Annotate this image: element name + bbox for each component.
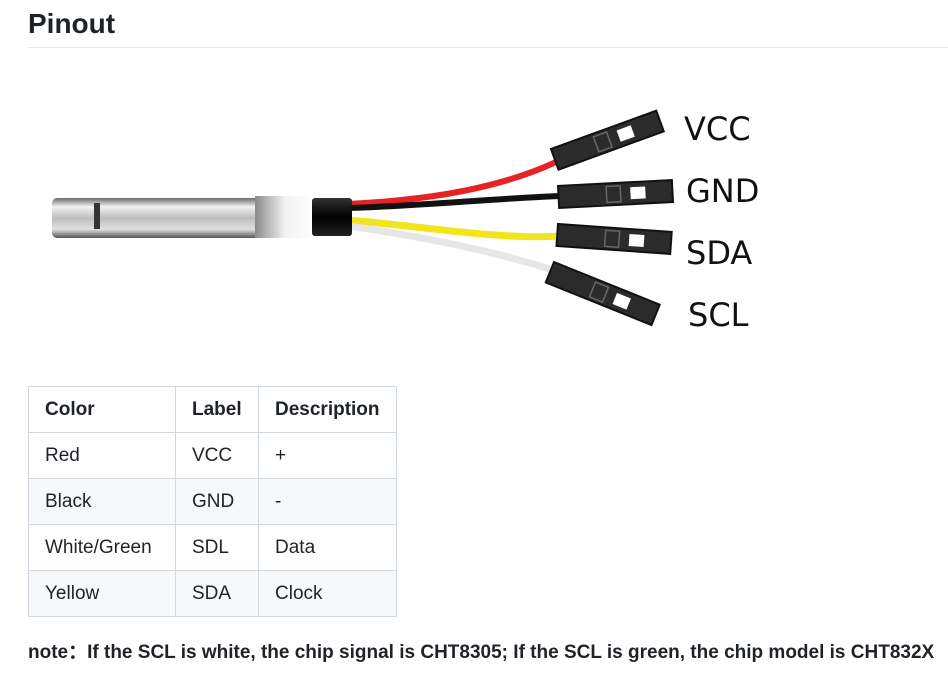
connector-gnd — [556, 178, 675, 210]
column-header-label: Label — [175, 386, 259, 433]
pin-label-sda: SDA — [686, 234, 752, 272]
table-row: White/Green SDL Data — [28, 524, 397, 571]
wire-yellow — [347, 216, 561, 241]
chip-variant-note: note：If the SCL is white, the chip signa… — [28, 642, 935, 663]
cell-description: - — [258, 478, 397, 525]
cell-description: Clock — [258, 570, 397, 617]
column-header-description: Description — [258, 386, 397, 433]
cell-description: + — [258, 432, 397, 479]
heading-divider — [28, 47, 948, 48]
cell-color: Black — [28, 478, 176, 525]
sensor-pinout-diagram: VCC GND SDA SCL — [52, 109, 759, 334]
cell-label: SDA — [175, 570, 259, 617]
cell-label: GND — [175, 478, 259, 525]
page-heading: Pinout — [28, 8, 116, 39]
table-header-row: Color Label Description — [28, 386, 397, 433]
connector-scl — [544, 260, 662, 327]
cell-color: White/Green — [28, 524, 176, 571]
probe-transition — [255, 196, 315, 238]
column-header-color: Color — [28, 386, 176, 433]
table-row: Red VCC + — [28, 432, 397, 479]
probe-tip — [52, 198, 262, 238]
connector-vcc — [549, 109, 666, 171]
cell-label: VCC — [175, 432, 259, 479]
cell-color: Yellow — [28, 570, 176, 617]
connector-sda — [555, 222, 673, 255]
probe-sleeve — [312, 198, 352, 236]
wire-white — [347, 222, 560, 276]
wire-black — [347, 193, 563, 211]
wire-red — [347, 159, 558, 207]
cell-description: Data — [258, 524, 397, 571]
table-row: Black GND - — [28, 478, 397, 525]
pinout-table: Color Label Description Red VCC + Black … — [28, 386, 397, 617]
cell-label: SDL — [175, 524, 259, 571]
pin-label-scl: SCL — [688, 296, 749, 334]
table-row: Yellow SDA Clock — [28, 570, 397, 617]
probe-tip-marker — [94, 203, 100, 229]
cell-color: Red — [28, 432, 176, 479]
pin-label-vcc: VCC — [684, 110, 751, 148]
pin-label-gnd: GND — [686, 172, 759, 210]
